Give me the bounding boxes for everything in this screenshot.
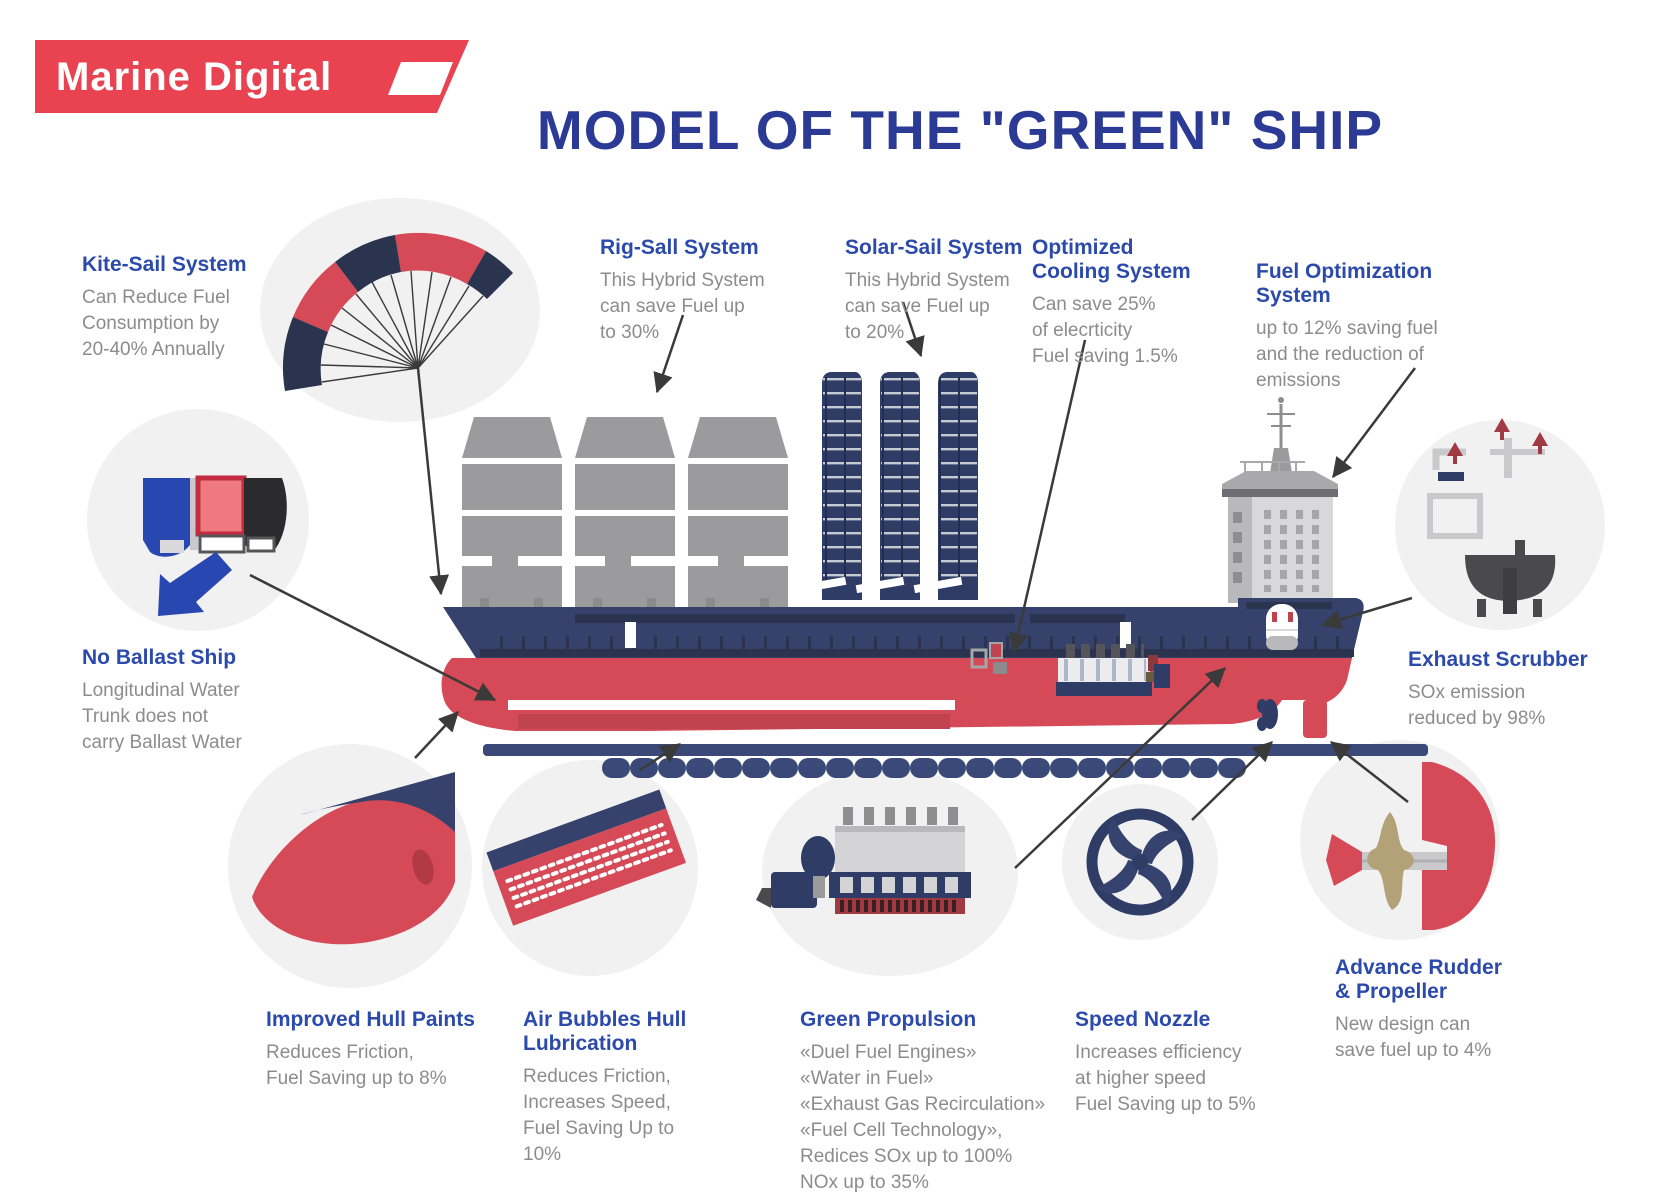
fuel-opt-arrow [1332,367,1416,478]
no-ballast-illustration [143,475,287,616]
stern-propeller-rudder [1257,699,1327,738]
callout-title: Air Bubbles Hull Lubrication [523,1008,687,1055]
callout-exhaust-scrubber: Exhaust Scrubber SOx emission reduced by… [1408,648,1588,732]
callout-kite-sail: Kite-Sail System Can Reduce Fuel Consump… [82,253,247,363]
cooling-arrow [1008,339,1087,654]
callout-title: Improved Hull Paints [266,1008,475,1031]
callout-body: Increases efficiency at higher speed Fue… [1075,1042,1256,1115]
callout-title: Kite-Sail System [82,253,247,276]
solar-sail-arrow [901,301,925,358]
callout-body: Can Reduce Fuel Consumption by 20-40% An… [82,287,230,360]
callout-air-bubbles: Air Bubbles Hull Lubrication Reduces Fri… [523,1008,686,1168]
callout-title: Exhaust Scrubber [1408,648,1588,671]
rig-sails [462,417,788,612]
hull-paints-illustration [252,772,455,945]
callout-speed-nozzle: Speed Nozzle Increases efficiency at hig… [1075,1008,1256,1118]
callout-green-propulsion: Green Propulsion «Duel Fuel Engines» «Wa… [800,1008,1045,1196]
callout-advance-rudder: Advance Rudder & Propeller New design ca… [1335,956,1502,1064]
water-trunk [508,700,955,740]
logo-flag-icon [388,62,453,95]
logo-banner [35,40,469,113]
callout-body: New design can save fuel up to 4% [1335,1014,1492,1061]
callout-title: Optimized Cooling System [1032,236,1191,283]
callout-title: No Ballast Ship [82,646,237,669]
callout-title: Speed Nozzle [1075,1008,1211,1031]
callout-body: «Duel Fuel Engines» «Water in Fuel» «Exh… [800,1042,1046,1193]
engine-illustration [756,807,971,914]
callout-title: Solar-Sail System [845,236,1023,259]
callout-rig-sail: Rig-Sall System This Hybrid System can s… [600,236,765,346]
callout-body: This Hybrid System can save Fuel up to 3… [600,270,765,343]
air-bubbles-arrow [639,742,682,772]
down-arrow-icon [158,552,232,616]
rudder-arrow [1330,741,1409,803]
speed-nozzle-illustration [1086,808,1194,916]
callout-arrows [249,301,1416,869]
callout-body: up to 12% saving fuel and the reduction … [1256,318,1438,391]
callout-no-ballast: No Ballast Ship Longitudinal Water Trunk… [82,646,242,756]
callout-fuel-optimization: Fuel Optimization System up to 12% savin… [1256,260,1438,394]
air-bubbles-row [483,744,1428,778]
exhaust-scrubber-illustration [1427,418,1556,617]
rudder-propeller-illustration [1326,762,1496,930]
speed-nozzle-arrow [1191,741,1273,821]
callout-title: Green Propulsion [800,1008,977,1031]
callout-body: SOx emission reduced by 98% [1408,682,1546,729]
callout-body: Reduces Friction, Fuel Saving up to 8% [266,1042,447,1089]
callout-body: Longitudinal Water Trunk does not carry … [82,680,242,753]
superstructure [1222,397,1338,603]
ship-hull [441,598,1428,778]
callout-title: Rig-Sall System [600,236,759,259]
exhaust-arrow [1320,596,1413,630]
callout-body: Reduces Friction, Increases Speed, Fuel … [523,1066,675,1165]
callout-title: Advance Rudder & Propeller [1335,956,1502,1003]
valve-icons [1447,418,1548,464]
solar-sail-masts [797,372,978,600]
hull-paints-arrow [414,711,459,759]
lifeboat [1266,604,1298,650]
air-bubbles-illustration [486,789,687,926]
page-title: MODEL OF THE "GREEN" SHIP [536,99,1384,161]
hull-engine [1056,644,1170,696]
callout-solar-sail: Solar-Sail System This Hybrid System can… [845,236,1022,346]
callout-body: Can save 25% of elecrticity Fuel saving … [1032,294,1178,367]
callout-body: This Hybrid System can save Fuel up to 2… [845,270,1010,343]
logo-text: Marine Digital [56,55,333,99]
callout-hull-paints: Improved Hull Paints Reduces Friction, F… [266,1008,475,1092]
rig-sail-arrow [653,314,685,394]
callout-title: Fuel Optimization System [1256,260,1433,307]
green-propulsion-arrow [1014,667,1226,869]
kite-tether-arrow [416,367,450,596]
callout-cooling-system: Optimized Cooling System Can save 25% of… [1032,236,1191,370]
cooling-machinery [970,642,1007,674]
no-ballast-arrow [249,573,497,702]
kite-sail-illustration [283,232,513,391]
